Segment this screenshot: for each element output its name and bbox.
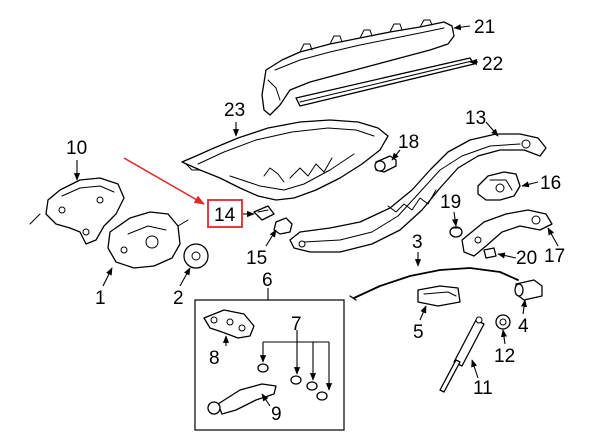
callout-14: 14 — [214, 205, 236, 226]
highlight-arrow — [123, 157, 205, 205]
callout-18: 18 — [398, 132, 419, 153]
callout-3: 3 — [412, 232, 423, 253]
callout-10: 10 — [66, 138, 87, 159]
part-10-latch — [29, 177, 125, 245]
part-5-actuator — [417, 285, 461, 307]
part-2-washer — [183, 243, 209, 269]
part-7-bolts — [257, 363, 328, 401]
callout-6: 6 — [262, 270, 273, 291]
callout-labels: 10 1 2 3 4 5 6 7 8 9 11 12 13 14 15 16 1… — [66, 17, 565, 425]
part-12-nut — [495, 314, 511, 330]
parts-group-box — [194, 299, 345, 431]
callout-4: 4 — [518, 316, 529, 337]
callout-11: 11 — [473, 378, 493, 399]
part-18-bumper — [374, 155, 397, 173]
part-17-link — [461, 209, 553, 257]
part-4-connector — [514, 279, 543, 301]
part-15-fastener — [273, 217, 293, 235]
part-9-handle — [207, 383, 277, 415]
callout-22: 22 — [482, 54, 503, 75]
leader-lines — [73, 24, 559, 407]
callout-1: 1 — [95, 288, 106, 309]
part-1-housing — [107, 211, 189, 269]
callout-15: 15 — [246, 248, 267, 269]
callout-5: 5 — [413, 322, 424, 343]
callout-9: 9 — [271, 404, 282, 425]
part-8-plate — [203, 309, 255, 339]
callout-21: 21 — [474, 17, 495, 38]
callout-8: 8 — [209, 348, 220, 369]
part-14-clip — [253, 205, 275, 221]
callout-17: 17 — [544, 246, 565, 267]
callout-2: 2 — [173, 288, 184, 309]
callout-23: 23 — [224, 100, 245, 121]
callout-20: 20 — [516, 248, 537, 269]
part-16-bracket — [477, 171, 521, 201]
part-19-fastener — [449, 226, 463, 238]
callout-7: 7 — [291, 314, 302, 335]
callout-19: 19 — [440, 192, 461, 213]
part-23-panel — [181, 119, 389, 201]
part-13-hinge-arm — [289, 133, 547, 253]
part-11-strut — [439, 316, 485, 393]
part-3-cable — [349, 267, 519, 301]
part-21-rail — [261, 19, 455, 116]
callout-16: 16 — [540, 173, 561, 194]
part-20-clip — [483, 247, 497, 259]
callout-12: 12 — [494, 346, 515, 367]
highlight-box-14 — [207, 199, 243, 228]
callout-13: 13 — [465, 108, 486, 129]
